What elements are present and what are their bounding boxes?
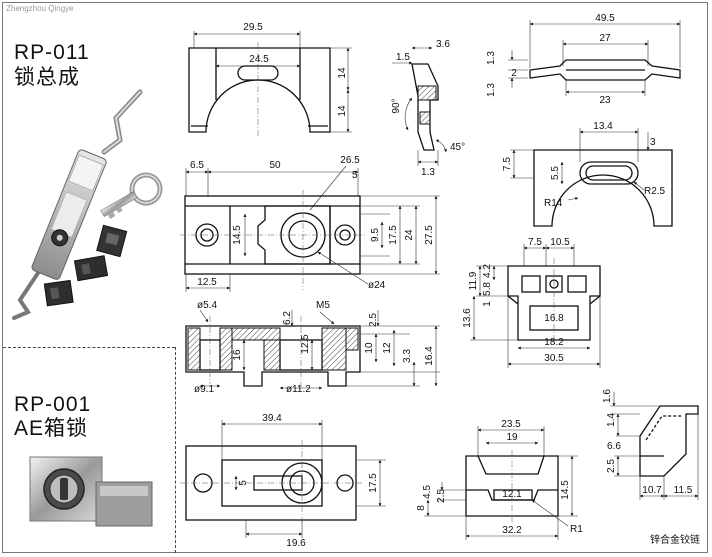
dim-v7-1: ø5.4 (197, 300, 217, 311)
rp001-name: AE箱锁 (14, 417, 89, 440)
dim-v2-3: 90° (391, 98, 402, 113)
dim-v5-1: 13.4 (593, 121, 613, 132)
dim-v6-6: 13.6 (462, 308, 473, 328)
rp001-code: RP-001 (14, 393, 92, 416)
view-3-plate-side: 49.5 27 23 1.3 1.3 2 (486, 13, 681, 106)
dim-v10-2: 1.4 (606, 413, 617, 427)
header-caption: Zhengzhou Qingye (6, 4, 74, 13)
dim-v4-8: 24 (404, 229, 415, 241)
dim-v4-9: 27.5 (424, 225, 435, 245)
view-9-bracket: 23.5 19 12.1 4.5 2.5 8 14.5 32.2 R1 (416, 419, 583, 540)
dim-v8-1: 39.4 (262, 413, 282, 424)
dim-v4-6: 9.5 (370, 228, 381, 242)
dim-v7-3: M5 (316, 300, 330, 311)
dim-v9-6: 8 (416, 505, 427, 511)
dim-v6-9: 18.2 (544, 337, 564, 348)
dim-v5-3: 7.5 (502, 157, 513, 171)
dim-v3-4: 1.3 (486, 83, 497, 97)
rp001-product-photo (29, 456, 153, 527)
dim-v4-3: 26.5 (340, 155, 360, 166)
dim-v5-2: 3 (650, 137, 656, 148)
section-divider-horizontal (3, 347, 175, 348)
dim-v4-7: 17.5 (388, 225, 399, 245)
dim-v1-2: 24.5 (249, 54, 269, 65)
dim-v4-4: 5 (352, 170, 358, 181)
dim-v7-10: 16.4 (424, 346, 435, 366)
dim-v7-12: ø11.2 (286, 384, 311, 395)
dim-v8-2: 5 (238, 480, 249, 486)
dim-v3-6: 23 (599, 95, 611, 106)
dim-v7-9: 3.3 (402, 349, 413, 363)
dim-v7-11: ø9.1 (194, 384, 214, 395)
view-1-front: 29.5 24.5 14 14 (188, 22, 352, 136)
dim-v5-5: R2.5 (644, 186, 666, 197)
dim-v1-1: 29.5 (243, 22, 263, 33)
dim-v7-2: 6.2 (282, 311, 293, 325)
dim-v4-5: 14.5 (232, 225, 243, 245)
dim-v4-2: 50 (269, 160, 281, 171)
dim-v9-2: 19 (506, 432, 518, 443)
dim-v9-7: 14.5 (560, 480, 571, 500)
dim-v6-10: 30.5 (544, 353, 564, 364)
dim-v7-7: 10 (364, 342, 375, 354)
view-10-hinge-profile: 1.6 1.4 6.6 2.5 10.7 11.5 (602, 389, 699, 500)
dim-v6-4: 5.8 (482, 282, 493, 296)
view-7-section: ø5.4 6.2 M5 2.5 16 12.5 10 12 3.3 16.4 ø… (185, 300, 440, 395)
dim-v4-1: 6.5 (190, 160, 204, 171)
dim-v5-6: R14 (544, 198, 563, 209)
dim-v6-3: 11.9 (468, 271, 479, 290)
dim-v3-5: 2 (511, 68, 517, 79)
dim-v4-11: ø24 (368, 280, 386, 291)
dim-v10-5: 10.7 (642, 485, 662, 496)
dim-v2-1: 3.6 (436, 39, 450, 50)
dim-v7-8: 12 (382, 342, 393, 354)
dim-v6-8: 16.8 (544, 313, 564, 324)
rp011-name: 锁总成 (14, 66, 80, 89)
dim-v9-3: 12.1 (502, 489, 522, 500)
dim-v6-5: 4.2 (482, 264, 493, 278)
dim-v2-4: 45° (450, 142, 465, 153)
dim-v6-1: 7.5 (528, 237, 542, 248)
dim-v5-4: 5.5 (550, 166, 561, 180)
section-divider-vertical (175, 347, 176, 553)
dim-v9-4: 4.5 (422, 485, 433, 499)
dim-v3-2: 27 (599, 33, 611, 44)
dim-v7-5: 16 (232, 349, 243, 361)
dim-v6-7: 1 (482, 301, 493, 307)
dim-v9-8: 32.2 (502, 525, 522, 536)
dim-v7-6: 12.5 (300, 334, 311, 354)
dim-v8-4: 19.6 (286, 538, 306, 549)
dim-v10-3: 6.6 (607, 441, 621, 452)
dim-v3-3: 1.3 (486, 51, 497, 65)
dim-v9-1: 23.5 (501, 419, 521, 430)
view-2-side-profile: 3.6 1.5 90° 45° 1.3 (391, 39, 465, 178)
view-5-slotted-plate: 13.4 3 7.5 5.5 R2.5 R14 (502, 121, 673, 227)
dim-v9-9: R1 (570, 524, 583, 535)
dim-v10-6: 11.5 (674, 485, 693, 496)
dim-v10-1: 1.6 (602, 389, 613, 403)
dim-v1-4: 14 (337, 105, 348, 117)
dim-v4-10: 12.5 (197, 277, 217, 288)
view-8-base-plate: 39.4 5 17.5 19.6 (180, 413, 386, 549)
dim-v8-3: 17.5 (368, 473, 379, 493)
view-6-housing: 7.5 10.5 11.9 5.8 4.2 13.6 1 16.8 18.2 3… (462, 237, 601, 368)
dim-v10-4: 2.5 (606, 459, 617, 473)
material-note: 锌合金铰链 (650, 535, 700, 546)
dim-v9-5: 2.5 (436, 489, 447, 503)
dim-v2-5: 1.3 (421, 167, 435, 178)
dim-v2-2: 1.5 (396, 52, 410, 63)
rp011-code: RP-011 (14, 41, 90, 64)
dim-v6-2: 10.5 (550, 237, 570, 248)
dim-v1-3: 14 (337, 67, 348, 79)
dim-v3-1: 49.5 (595, 13, 615, 24)
dim-v7-4: 2.5 (368, 313, 379, 327)
view-4-lock-body: 6.5 50 26.5 5 14.5 9.5 17.5 24 27.5 12.5… (180, 155, 440, 292)
rp011-product-photo (12, 89, 163, 320)
